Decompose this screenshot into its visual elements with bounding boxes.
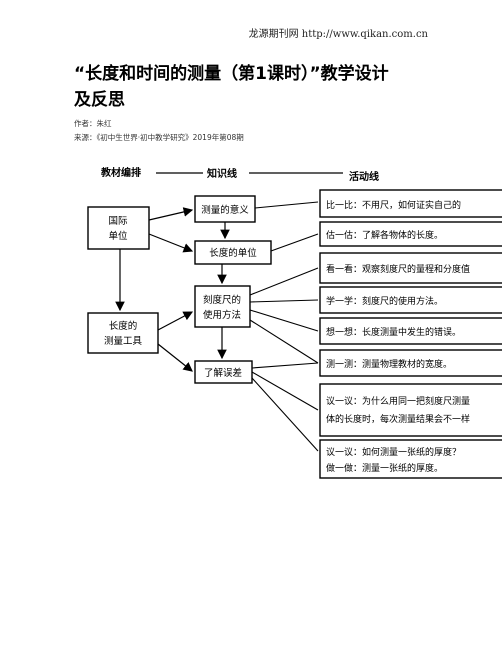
article-source: 来源：《初中生世界·初中教学研究》2019年第08期 <box>74 133 244 142</box>
activity-box-discuss-paper <box>319 439 502 479</box>
article-title-line-2: 及反思 <box>74 90 125 110</box>
activity-box-text: 看一看：观察刻度尺的量程和分度值 <box>326 263 470 275</box>
activity-box-observe <box>319 252 502 284</box>
activity-box-text: 议一议：为什么用同一把刻度尺测量 <box>326 395 470 407</box>
knowledge-box-line: 刻度尺的 <box>203 294 241 306</box>
connector-line <box>251 377 319 452</box>
activity-box-text: 做一做：测量一张纸的厚度。 <box>326 462 443 474</box>
column-header-knowledge: 知识线 <box>206 167 237 180</box>
textbook-box-line: 国际 <box>108 216 128 227</box>
article-title: “长度和时间的测量（第1课时）”教学设计 及反思 <box>74 61 454 113</box>
connector-line <box>270 233 319 252</box>
article-title-line-1: “长度和时间的测量（第1课时）”教学设计 <box>74 64 389 84</box>
activity-box-text: 测一测：测量物理教材的宽度。 <box>326 358 452 370</box>
textbook-box-line: 长度的 <box>109 320 138 332</box>
connector-line <box>249 319 319 364</box>
connector-line <box>249 267 319 296</box>
activity-box-text: 想一想：长度测量中发生的错误。 <box>326 326 461 338</box>
textbook-box-measuring-tools <box>87 312 159 354</box>
knowledge-box-label: 了解误差 <box>204 367 242 379</box>
arrow-tools-to-ruler <box>157 311 194 331</box>
article-author: 作者：朱红 <box>74 119 112 128</box>
textbook-box-international-unit <box>87 206 150 250</box>
connector-line <box>249 299 319 303</box>
activity-box-text: 比一比：不用尺，如何证实自己的 <box>326 199 461 211</box>
site-header: 龙源期刊网 http://www.qikan.com.cn <box>248 29 428 40</box>
arrow-unit-to-meaning <box>148 207 194 221</box>
activity-box-estimate <box>319 221 502 247</box>
column-header-textbook: 教材编排 <box>100 166 141 179</box>
textbook-box-line: 测量工具 <box>104 336 143 347</box>
activity-box-discuss-ruler <box>319 383 502 437</box>
activity-box-text: 议一议：如何测量一张纸的厚度？ <box>326 446 461 458</box>
knowledge-box-units <box>194 240 272 265</box>
diagram-svg: 教材编排 知识线 活动线 国际 单位 长度的 测量工具 测量的意义 长度的单位 … <box>87 166 502 479</box>
activity-box-text: 体的长度时，每次测量结果会不一样 <box>326 413 470 425</box>
activity-box-think <box>319 317 502 345</box>
teaching-design-diagram: 教材编排 知识线 活动线 国际 单位 长度的 测量工具 测量的意义 长度的单位 … <box>85 150 502 480</box>
column-header-activity: 活动线 <box>349 170 379 183</box>
activity-box-learn <box>319 286 502 314</box>
textbook-box-line: 单位 <box>108 230 128 242</box>
connector-line <box>254 201 319 209</box>
arrow-tools-to-error <box>157 343 193 372</box>
knowledge-box-label: 测量的意义 <box>201 204 249 216</box>
activity-box-text: 估一估：了解各物体的长度。 <box>326 229 443 241</box>
knowledge-box-line: 使用方法 <box>203 309 241 321</box>
arrow-unit-to-units <box>148 233 194 253</box>
connector-line <box>249 309 319 332</box>
activity-box-compare <box>319 189 502 218</box>
connector-line <box>251 371 319 411</box>
knowledge-box-label: 长度的单位 <box>209 247 257 259</box>
activity-box-text: 学一学：刻度尺的使用方法。 <box>326 295 443 307</box>
connector-line <box>251 362 319 369</box>
activity-box-measure <box>319 349 502 377</box>
